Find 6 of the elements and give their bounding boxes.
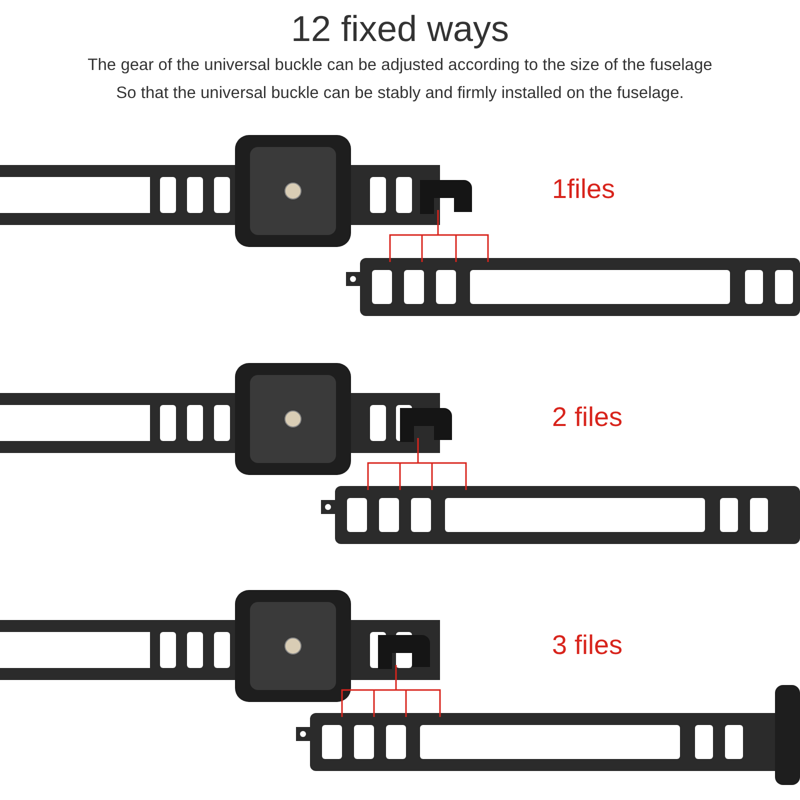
title: 12 fixed ways [290, 8, 510, 50]
subtitle: So that the universal buckle can be stably and firmly installed on the fuselage. [116, 84, 684, 103]
subtitle: The gear of the universal buckle can be adjusted according to the size of the fuselage [88, 56, 712, 75]
setting-label: 2 files [552, 402, 623, 433]
setting-label: 1files [552, 174, 616, 205]
setting-label: 3 files [552, 630, 623, 661]
